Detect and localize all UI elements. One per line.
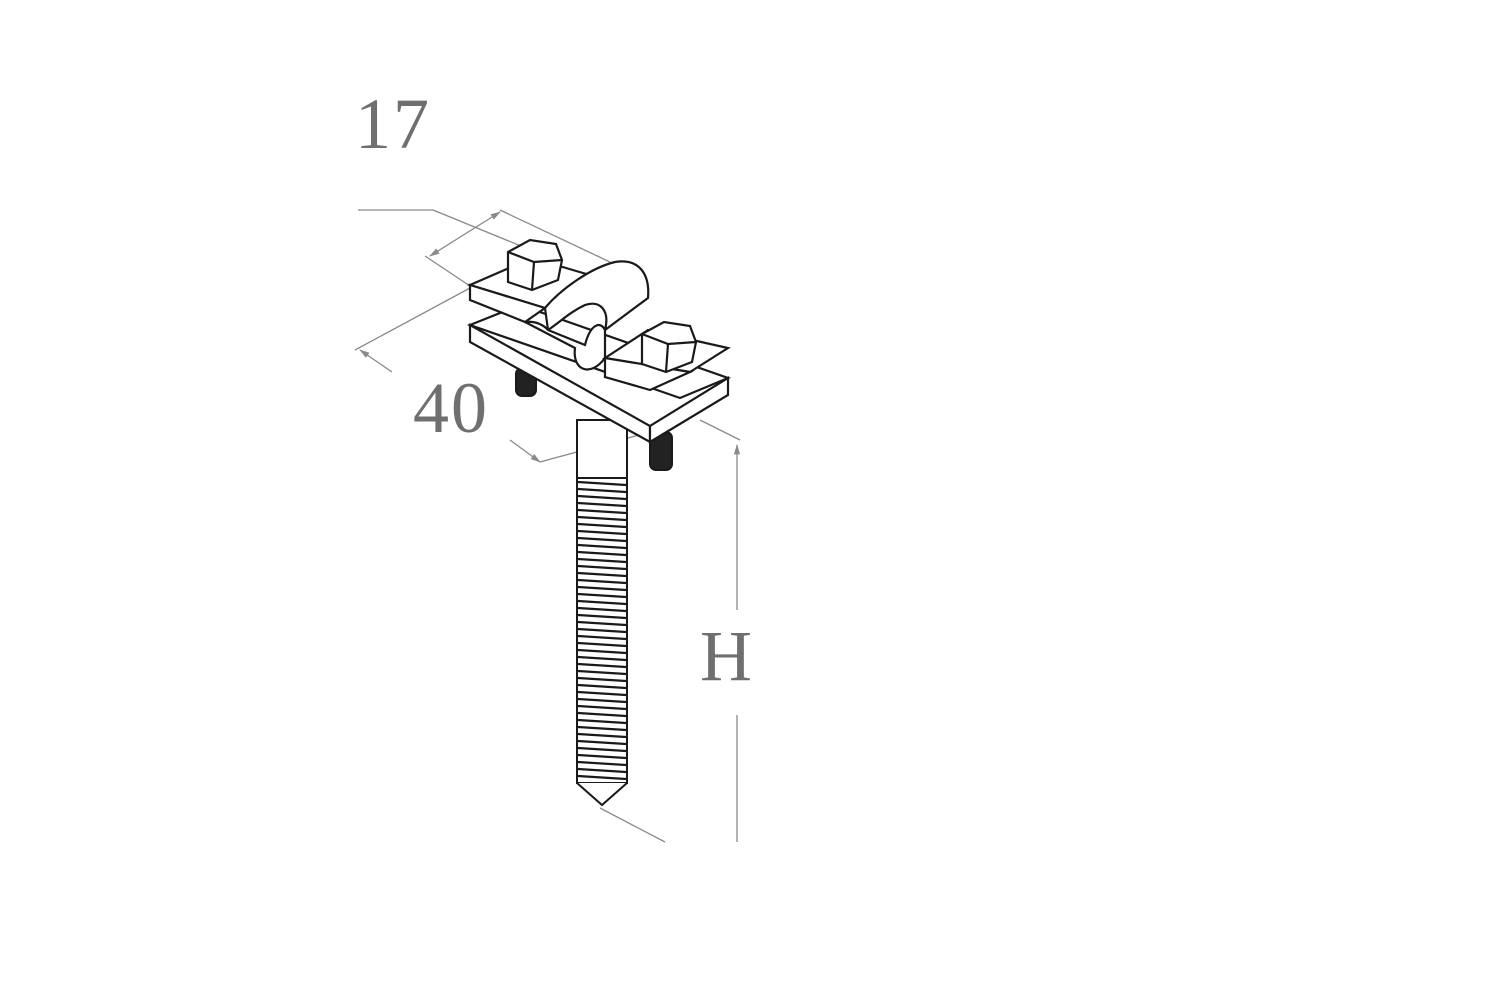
saddle-bridge — [521, 260, 650, 371]
width-dimension-label: 17 — [355, 84, 431, 164]
thread-line — [577, 725, 627, 732]
thread-line — [577, 683, 627, 690]
thread-line — [577, 676, 627, 683]
dimension-h — [599, 419, 741, 843]
thread-line — [577, 501, 627, 508]
thread-line — [577, 578, 627, 585]
thread-line — [577, 585, 627, 592]
thread-line — [577, 774, 627, 781]
thread-line — [577, 571, 627, 578]
thread-line — [577, 767, 627, 774]
thread-line — [577, 711, 627, 718]
thread-line — [577, 746, 627, 753]
thread-line — [577, 620, 627, 627]
thread-line — [577, 557, 627, 564]
threaded-shaft — [576, 419, 628, 807]
thread-line — [577, 648, 627, 655]
hex-nut-right — [640, 320, 698, 374]
thread-line — [577, 522, 627, 529]
thread-line — [577, 662, 627, 669]
thread-line — [577, 669, 627, 676]
thread-line — [577, 564, 627, 571]
thread-line — [577, 760, 627, 767]
thread-line — [577, 515, 627, 522]
thread-line — [577, 599, 627, 606]
thread-line — [577, 697, 627, 704]
thread-line — [577, 634, 627, 641]
hex-nut-left — [506, 238, 564, 292]
thread-line — [577, 739, 627, 746]
height-dimension-label: H — [700, 616, 754, 696]
thread-line — [577, 536, 627, 543]
thread-line — [577, 592, 627, 599]
thread-line — [577, 704, 627, 711]
thread-line — [577, 627, 627, 634]
thread-line — [577, 508, 627, 515]
thread-line — [577, 753, 627, 760]
thread-line — [577, 690, 627, 697]
thread-line — [577, 613, 627, 620]
thread-line — [577, 732, 627, 739]
length-dimension-label: 40 — [413, 368, 489, 448]
thread-line — [577, 641, 627, 648]
thread-line — [577, 494, 627, 501]
thread-line — [577, 718, 627, 725]
thread-line — [577, 655, 627, 662]
thread-line — [577, 550, 627, 557]
thread-line — [577, 543, 627, 550]
thread-line — [577, 487, 627, 494]
thread-line — [577, 606, 627, 613]
thread-line — [577, 529, 627, 536]
thread-line — [577, 480, 627, 487]
